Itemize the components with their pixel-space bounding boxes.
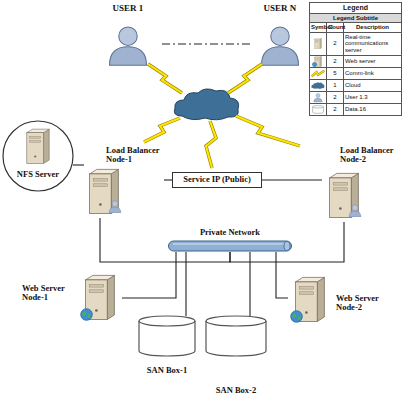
legend-symbol bbox=[311, 80, 325, 91]
legend-symbol-cell bbox=[310, 55, 327, 67]
legend-symbol-part bbox=[312, 70, 325, 76]
nfs-callout-circle: NFS Server bbox=[2, 120, 74, 192]
network-link bbox=[164, 179, 172, 180]
legend-count: 5 bbox=[327, 67, 344, 79]
legend-row: 2Real-time communications server bbox=[310, 32, 402, 55]
callout-circle bbox=[3, 121, 73, 191]
legend-symbol bbox=[311, 104, 325, 115]
network-link bbox=[73, 164, 84, 165]
legend-symbol-cell bbox=[310, 79, 327, 91]
legend-description: User 1.3 bbox=[344, 91, 402, 103]
legend-subtitle: Legend Subtitle bbox=[310, 13, 402, 23]
load-balancer-node: Load Balancer Node-2 bbox=[322, 146, 400, 222]
legend-symbol-cell bbox=[310, 67, 327, 79]
legend-header: Description bbox=[344, 23, 402, 33]
node-label: Load Balancer Node-1 bbox=[106, 146, 164, 165]
node-label: SAN Box-2 bbox=[205, 386, 267, 395]
legend-row: 1Cloud bbox=[310, 79, 402, 91]
legend-header: Count bbox=[327, 23, 344, 33]
legend-symbol-part bbox=[314, 38, 321, 49]
node-label: Web Server Node-2 bbox=[336, 294, 398, 313]
network-link bbox=[262, 179, 322, 180]
legend-count: 2 bbox=[327, 32, 344, 55]
network-link bbox=[276, 252, 288, 298]
disk-body bbox=[206, 316, 266, 356]
service-ip-box: Service IP (Public) bbox=[172, 172, 262, 188]
legend-body: LegendLegend SubtitleSymbolCountDescript… bbox=[310, 3, 402, 116]
legend-symbol-part bbox=[314, 93, 322, 102]
node-label: Service IP (Public) bbox=[173, 175, 261, 184]
san-storage: SAN Box-1 bbox=[138, 316, 196, 382]
private-network-bus: Private Network bbox=[168, 228, 292, 252]
legend-row: 2Web server bbox=[310, 55, 402, 67]
legend-description: Data.16 bbox=[344, 103, 402, 115]
disk-top bbox=[206, 321, 266, 326]
node-label: Private Network bbox=[168, 228, 292, 237]
legend-row: 2Data.16 bbox=[310, 103, 402, 115]
legend-header: Symbol bbox=[310, 23, 327, 33]
legend-description: Cloud bbox=[344, 79, 402, 91]
legend-description: Web server bbox=[344, 55, 402, 67]
legend-symbol bbox=[311, 68, 325, 79]
legend-symbol bbox=[311, 92, 325, 103]
legend-symbol-part bbox=[311, 82, 324, 88]
network-link bbox=[185, 252, 186, 316]
web-server-node: Web Server Node-1 bbox=[22, 272, 122, 324]
legend-symbol-cell bbox=[310, 32, 327, 55]
user-figure: USER 1 bbox=[100, 4, 156, 76]
disk-body bbox=[139, 316, 195, 356]
legend-table: LegendLegend SubtitleSymbolCountDescript… bbox=[309, 2, 402, 116]
circle-outline bbox=[2, 120, 74, 192]
node-label: SAN Box-1 bbox=[138, 366, 196, 375]
node-label: USER 1 bbox=[100, 4, 156, 14]
legend-count: 2 bbox=[327, 91, 344, 103]
load-balancer-node: Load Balancer Node-1 bbox=[84, 146, 164, 218]
legend-count: 2 bbox=[327, 103, 344, 115]
legend-title: Legend bbox=[310, 3, 402, 14]
legend-description: Real-time communications server bbox=[344, 32, 402, 55]
legend-symbol bbox=[311, 38, 325, 49]
web-server-node: Web Server Node-2 bbox=[288, 272, 400, 328]
legend-description: Comm-link bbox=[344, 67, 402, 79]
legend-row: Legend bbox=[310, 3, 402, 14]
user-figure: USER N bbox=[252, 4, 308, 76]
legend-row: 2User 1.3 bbox=[310, 91, 402, 103]
legend-row: 5Comm-link bbox=[310, 67, 402, 79]
legend-symbol-part bbox=[312, 62, 317, 67]
network-link bbox=[122, 252, 176, 298]
disk-top bbox=[139, 321, 195, 326]
node-label: USER N bbox=[252, 4, 308, 14]
node-label: NFS Server bbox=[2, 170, 74, 179]
legend-count: 2 bbox=[327, 55, 344, 67]
network-bus-bar bbox=[169, 241, 292, 251]
node-label: Load Balancer Node-2 bbox=[340, 146, 400, 165]
node-label: Web Server Node-1 bbox=[22, 284, 76, 303]
legend-symbol-part bbox=[313, 105, 324, 113]
san-storage: SAN Box-2 bbox=[205, 316, 267, 400]
network-link bbox=[249, 252, 250, 316]
legend-count: 1 bbox=[327, 79, 344, 91]
legend-row: Legend Subtitle bbox=[310, 13, 402, 23]
legend-symbol bbox=[311, 56, 325, 67]
legend-symbol-cell bbox=[310, 103, 327, 115]
legend-symbol-cell bbox=[310, 91, 327, 103]
bus-highlight bbox=[173, 243, 287, 244]
bus-end bbox=[284, 242, 290, 251]
network-link bbox=[100, 218, 230, 262]
legend-row: SymbolCountDescription bbox=[310, 23, 402, 33]
